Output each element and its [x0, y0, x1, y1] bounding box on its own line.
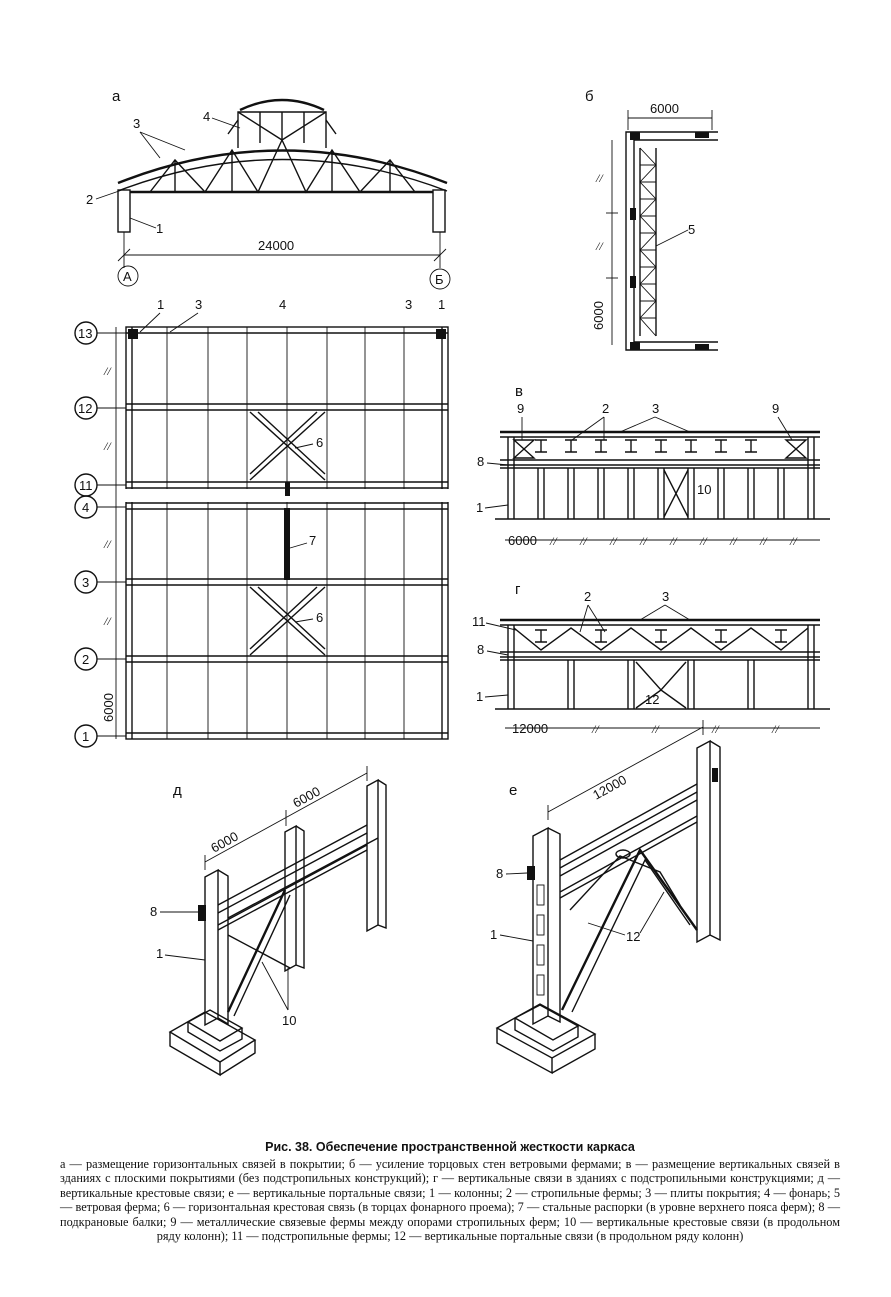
svg-text:1: 1 [476, 500, 483, 515]
svg-text:1: 1 [438, 297, 445, 312]
svg-text:12000: 12000 [590, 772, 629, 803]
svg-text:б: б [585, 88, 594, 105]
figure-caption: Рис. 38. Обеспечение пространственной же… [60, 1140, 840, 1243]
svg-text://: // [651, 722, 660, 736]
svg-text://: // [669, 534, 678, 548]
svg-text://: // [729, 534, 738, 548]
svg-text:8: 8 [477, 642, 484, 657]
svg-text:11: 11 [79, 478, 93, 493]
svg-text:7: 7 [309, 533, 316, 548]
svg-text:3: 3 [405, 297, 412, 312]
svg-text://: // [789, 534, 798, 548]
svg-text:9: 9 [772, 401, 779, 416]
axis-A: А [123, 269, 132, 284]
svg-text://: // [103, 364, 112, 378]
svg-text:г: г [515, 581, 521, 598]
panel-b-wind-truss: б 6000 // // 6000 5 [585, 88, 718, 351]
panel-d-cross-bracing-isometric: д 6000 6000 8 1 10 [150, 766, 387, 1077]
svg-text:13: 13 [78, 326, 92, 341]
svg-text:8: 8 [150, 904, 157, 919]
svg-text://: // [103, 537, 112, 551]
panel-g-subtruss-bracing: г 12000 // // // // 2 [472, 581, 830, 736]
svg-text:2: 2 [602, 401, 609, 416]
svg-text://: // [103, 439, 112, 453]
svg-text:1: 1 [156, 946, 163, 961]
caption-title: Рис. 38. Обеспечение пространственной же… [265, 1140, 635, 1154]
svg-text:1: 1 [156, 221, 163, 236]
svg-text:4: 4 [82, 500, 89, 515]
svg-text:8: 8 [496, 866, 503, 881]
svg-text:6000: 6000 [650, 101, 679, 116]
svg-text:12: 12 [626, 929, 640, 944]
svg-text:1: 1 [157, 297, 164, 312]
panel-plan-covering: 1 3 4 3 1 [74, 297, 460, 748]
svg-text:12000: 12000 [512, 721, 548, 736]
svg-text:3: 3 [82, 575, 89, 590]
dim-24000: 24000 [258, 238, 294, 253]
svg-text:2: 2 [584, 589, 591, 604]
figure-drawing: а 24000 А Б 3 4 2 1 [74, 88, 830, 1077]
svg-text:12: 12 [78, 401, 92, 416]
svg-text:д: д [173, 782, 182, 799]
svg-text://: // [595, 171, 604, 185]
svg-text:12: 12 [645, 692, 659, 707]
svg-text:10: 10 [282, 1013, 296, 1028]
svg-text:1: 1 [490, 927, 497, 942]
svg-text:6: 6 [316, 435, 323, 450]
svg-text:2: 2 [82, 652, 89, 667]
svg-text://: // [609, 534, 618, 548]
svg-text:в: в [515, 383, 523, 400]
svg-text:3: 3 [195, 297, 202, 312]
svg-text:6: 6 [316, 610, 323, 625]
svg-text:11: 11 [472, 614, 486, 629]
svg-text:2: 2 [86, 192, 93, 207]
svg-text://: // [595, 239, 604, 253]
svg-text://: // [591, 722, 600, 736]
svg-text:4: 4 [279, 297, 286, 312]
svg-text://: // [711, 722, 720, 736]
svg-text://: // [759, 534, 768, 548]
svg-text:9: 9 [517, 401, 524, 416]
svg-text:1: 1 [476, 689, 483, 704]
svg-text:3: 3 [652, 401, 659, 416]
svg-text:1: 1 [82, 729, 89, 744]
svg-text://: // [549, 534, 558, 548]
svg-text:3: 3 [133, 116, 140, 131]
svg-text:4: 4 [203, 109, 210, 124]
caption-body: а — размещение горизонтальных связей в п… [60, 1157, 840, 1244]
svg-text:6000: 6000 [101, 693, 116, 722]
svg-text:6000: 6000 [591, 301, 606, 330]
svg-text:8: 8 [477, 454, 484, 469]
panel-a-truss-section: а 24000 А Б 3 4 2 1 [86, 88, 451, 290]
svg-text://: // [579, 534, 588, 548]
svg-text:5: 5 [688, 222, 695, 237]
svg-text:е: е [509, 782, 517, 799]
panel-e-portal-bracing-isometric: е 12000 8 1 12 [490, 720, 721, 1075]
svg-text:10: 10 [697, 482, 711, 497]
panel-label-a: а [112, 88, 121, 105]
svg-text:3: 3 [662, 589, 669, 604]
svg-text://: // [771, 722, 780, 736]
axis-B: Б [435, 272, 444, 287]
panel-v-flat-roof-bracing: в [476, 383, 830, 548]
svg-text:6000: 6000 [508, 533, 537, 548]
svg-text://: // [699, 534, 708, 548]
svg-text://: // [103, 614, 112, 628]
svg-text://: // [639, 534, 648, 548]
